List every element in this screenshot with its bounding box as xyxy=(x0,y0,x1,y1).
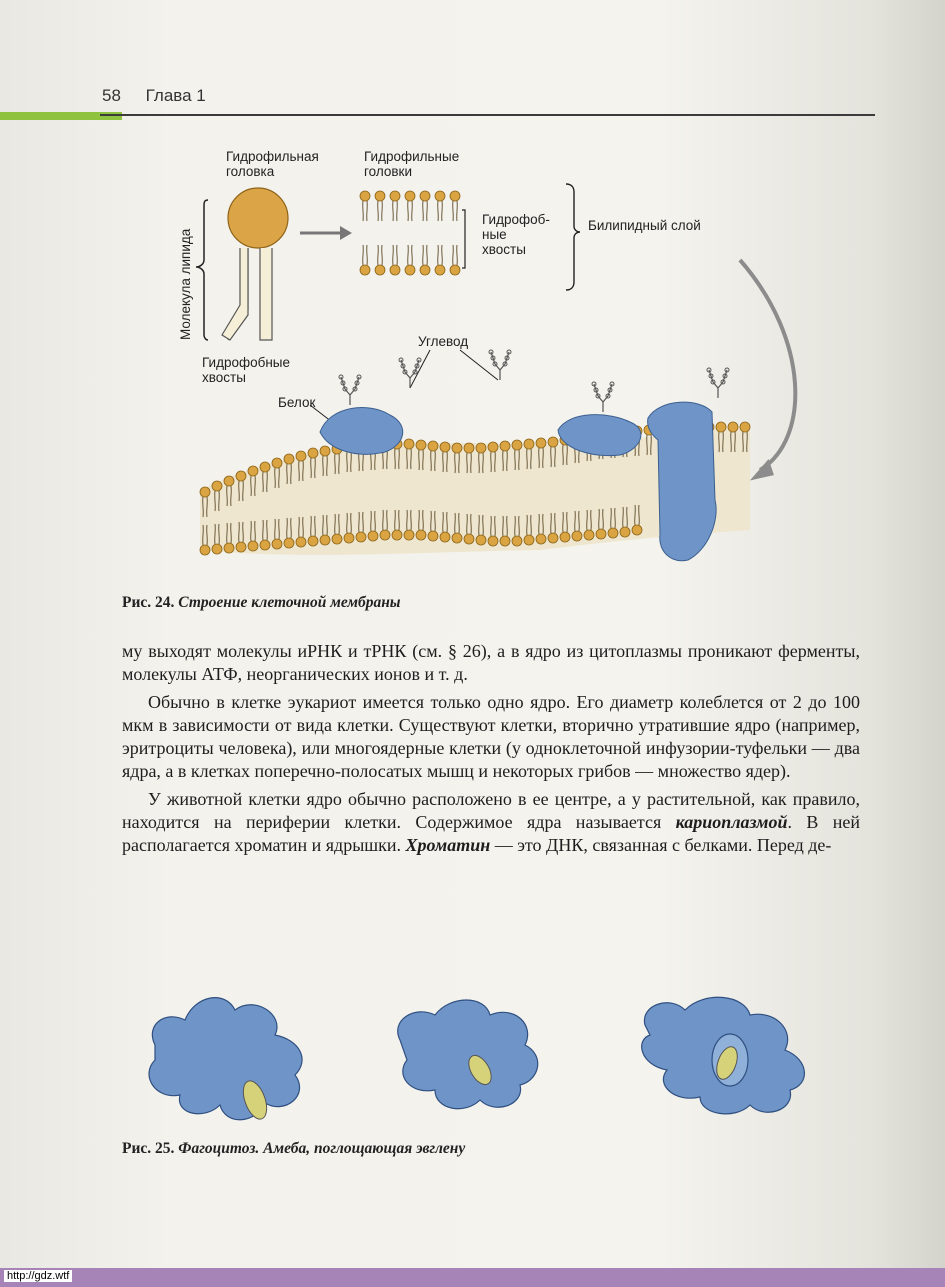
label-bilipid-layer: Билипидный слой xyxy=(588,218,701,233)
chapter-accent-bar xyxy=(0,112,122,120)
lipid-head-circle xyxy=(227,187,289,249)
label-carbohydrate: Углевод xyxy=(418,334,468,349)
amoeba-3 xyxy=(641,996,805,1115)
small-bilayer xyxy=(359,190,461,276)
body-text: му выходят молекулы иРНК и тРНК (см. § 2… xyxy=(122,640,860,857)
amoeba-1 xyxy=(148,997,303,1121)
phagocytosis-figure xyxy=(148,996,805,1121)
paragraph-3-part-a: У животной клетки ядро обычно расположен… xyxy=(122,789,860,832)
paragraph-3: У животной клетки ядро обычно расположен… xyxy=(122,788,860,857)
header-rule xyxy=(100,114,875,116)
amoeba-2 xyxy=(397,999,539,1110)
membrane-bilayer xyxy=(199,421,751,556)
label-lipid-molecule: Молекула липида xyxy=(178,228,193,340)
paragraph-3-part-c: — это ДНК, связанная с белками. Перед де… xyxy=(494,835,832,855)
figure24-caption-text: Строение клеточной мембраны xyxy=(178,594,401,611)
paragraph-2: Обычно в клетке эукариот имеется только … xyxy=(122,692,860,781)
chapter-title: Глава 1 xyxy=(145,86,206,105)
figure24-caption: Рис. 24. Строение клеточной мембраны xyxy=(122,594,401,612)
paragraph-3-part-b: . В ней располагается хроматин и ядрышки… xyxy=(122,812,860,855)
figure25-caption-text: Фагоцитоз. Амеба, поглощающая эвглену xyxy=(178,1140,466,1157)
paragraph-1: му выходят молекулы иРНК и тРНК (см. § 2… xyxy=(122,641,860,684)
term-chromatin: Хроматин xyxy=(405,835,491,855)
footer-strip xyxy=(0,1268,945,1287)
source-url-link[interactable]: http://gdz.wtf xyxy=(4,1270,73,1282)
figure25-caption: Рис. 25. Фагоцитоз. Амеба, поглощающая э… xyxy=(122,1140,465,1158)
figure24-caption-number: Рис. 24. xyxy=(122,594,175,611)
carbohydrate-chains xyxy=(338,349,730,413)
page-header: 58 Глава 1 xyxy=(102,86,206,106)
membrane-proteins xyxy=(319,401,717,562)
page-number: 58 xyxy=(102,86,121,105)
figure25-caption-number: Рис. 25. xyxy=(122,1140,175,1157)
term-karyoplasm: кариоплазмой xyxy=(675,812,788,832)
label-protein: Белок xyxy=(278,395,315,410)
